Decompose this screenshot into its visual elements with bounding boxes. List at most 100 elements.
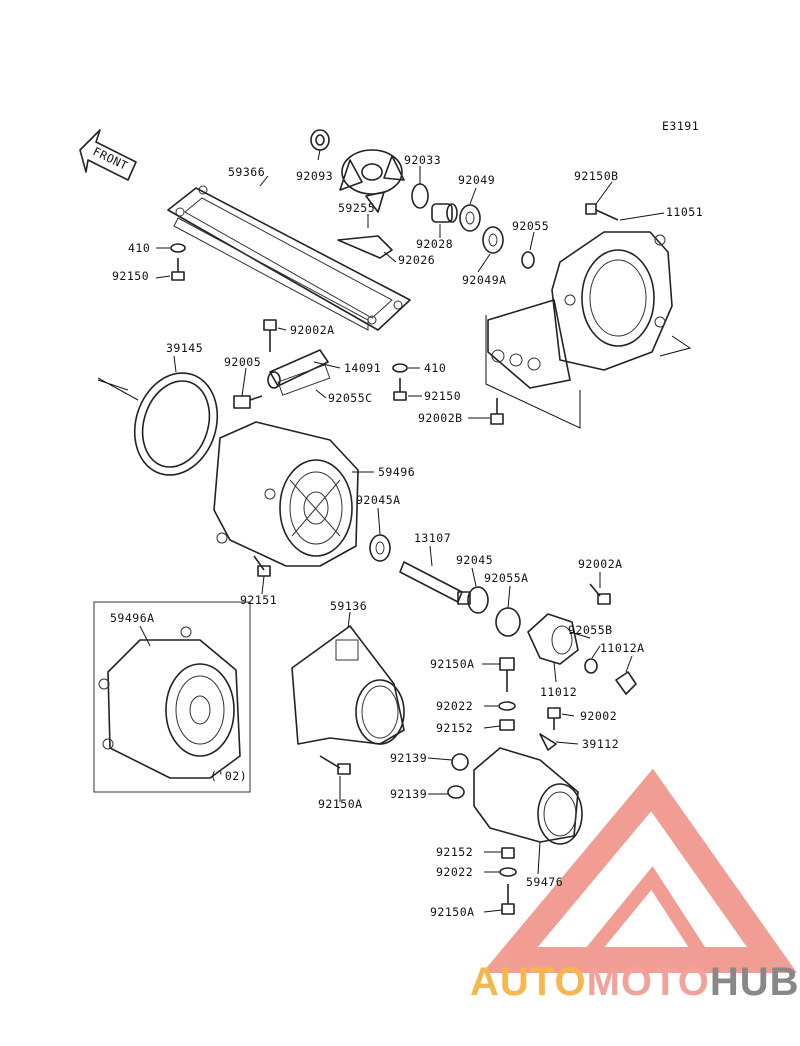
callout-92002a-top: 92002A [290,323,335,337]
callout-92002b: 92002B [418,411,463,425]
callout-92151: 92151 [240,593,277,607]
callout-92093: 92093 [296,169,333,183]
callout-39145: 39145 [166,341,203,355]
pump-housing-11051 [487,231,673,389]
drive-shaft-13107 [399,561,471,605]
bushing-92139-a [451,753,469,771]
bolt-92150a-top [499,657,515,692]
o-ring-92055b [584,658,598,674]
callout-92150a-left: 92150A [318,797,363,811]
bolt-92150b [585,203,619,221]
callout-59136: 59136 [330,599,367,613]
oil-seal-92049a [482,226,504,254]
washer-410 [170,243,186,253]
bolt-92002a-right [589,583,611,605]
watermark-triangle-logo [482,768,798,973]
snap-ring [411,183,429,209]
callout-11012a: 11012A [600,641,645,655]
callout-92045: 92045 [456,553,493,567]
callout-92022-bottom: 92022 [436,865,473,879]
callout-59366: 59366 [228,165,265,179]
callout-11012: 11012 [540,685,577,699]
diagram-code: E3191 [662,119,699,133]
callout-92150a-top: 92150A [430,657,475,671]
callout-92055c: 92055C [328,391,373,405]
plate-92026 [337,235,393,259]
callout-92152-top: 92152 [436,721,473,735]
bushing-92028 [431,203,458,223]
callout-410-mid: 410 [424,361,446,375]
callout-59496a: 59496A [110,611,155,625]
bolt-92002 [547,707,561,730]
cap-11012 [527,613,579,665]
callout-labels: E3191 59366 92093 92033 92049 92150B 110… [110,119,703,919]
bearing-92045 [467,586,489,614]
collar-92152-bottom [501,847,515,859]
edition-note: ('02) [210,769,247,783]
bolt-92150a-left [319,755,351,775]
callout-92045a: 92045A [356,493,401,507]
gasket-92055c [277,364,331,396]
bolt-92002b [490,398,504,425]
nozzle-59136 [291,625,405,745]
o-ring-92055 [521,251,535,269]
watermark-brand: AUTOMOTOHUB [470,962,800,1002]
callout-92002a-right: 92002A [578,557,623,571]
callout-92150-mid: 92150 [424,389,461,403]
callout-11051: 11051 [666,205,703,219]
cap-92093 [310,129,330,151]
callout-92152-bottom: 92152 [436,845,473,859]
callout-92150b: 92150B [574,169,619,183]
washer-92022-top [498,701,516,711]
washer-92022-bottom [499,867,517,877]
ride-plate [167,185,411,331]
bolt-92002a-top [263,319,277,352]
o-ring-92055a [495,607,521,637]
callout-13107: 13107 [414,531,451,545]
cap-14091 [267,349,329,389]
callout-92139-a: 92139 [390,751,427,765]
callout-59476: 59476 [526,875,563,889]
brand-part-hub: HUB [709,960,800,1004]
bolt-92150-mid [393,378,407,401]
callout-59255: 59255 [338,201,375,215]
washer-410-mid [392,363,408,373]
callout-92002: 92002 [580,709,617,723]
callout-92005: 92005 [224,355,261,369]
callout-92049a: 92049A [462,273,507,287]
callout-92139-b: 92139 [390,787,427,801]
brand-part-moto: MOTO [586,960,710,1004]
leader-lines [139,149,665,913]
callout-92150-top: 92150 [112,269,149,283]
bushing-92139-b [447,785,465,799]
callout-92055b: 92055B [568,623,613,637]
brand-part-auto: AUTO [470,960,587,1004]
inset-box-59496a [93,601,251,793]
bolt-92150a-bottom [501,884,515,915]
fitting-92005 [233,395,263,409]
plug-11012a [615,671,637,695]
callout-92055: 92055 [512,219,549,233]
callout-92028: 92028 [416,237,453,251]
callout-410-top: 410 [128,241,150,255]
callout-92150a-bottom: 92150A [430,905,475,919]
oil-seal-92049 [459,204,481,232]
impeller [339,149,405,213]
callout-92026: 92026 [398,253,435,267]
callout-14091: 14091 [344,361,381,375]
front-arrow-icon: FRONT [79,129,137,181]
callout-92049: 92049 [458,173,495,187]
collar-92152-top [499,719,515,731]
callout-39112: 39112 [582,737,619,751]
bolt-92150-left [171,258,185,281]
lever-39112 [539,733,557,751]
wear-ring-39145 [133,372,219,476]
bolt-92151 [253,555,271,577]
bearing-92045a [369,534,391,562]
callout-92055a: 92055A [484,571,529,585]
callout-59496: 59496 [378,465,415,479]
callout-92022-top: 92022 [436,699,473,713]
steering-nozzle-59476 [473,747,583,845]
